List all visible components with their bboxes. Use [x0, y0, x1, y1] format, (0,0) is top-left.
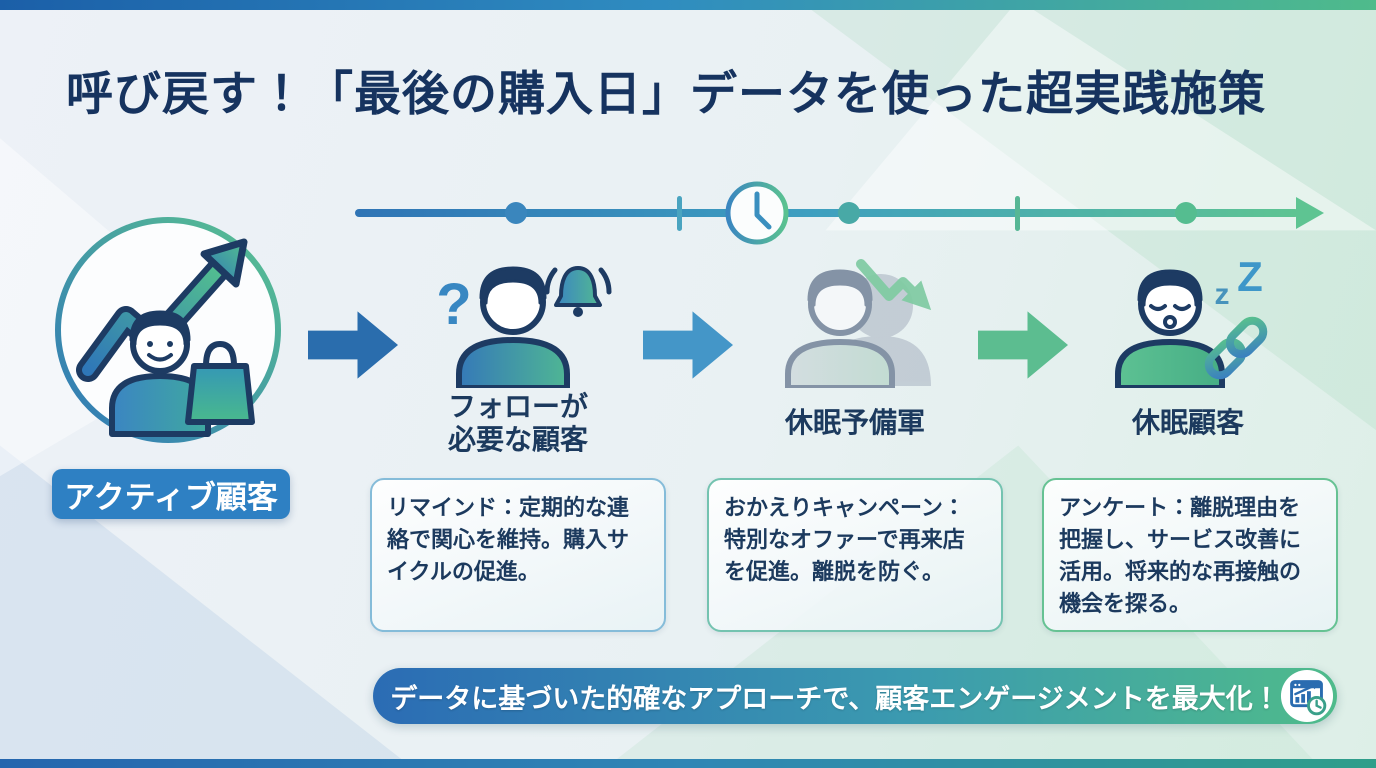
- top-accent-bar: [0, 0, 1376, 10]
- flow-arrow-icon: [308, 311, 398, 379]
- growth-chart-customer-shopping-bag-icon: [55, 217, 281, 443]
- sleep-z-glyph: Z: [1237, 258, 1263, 300]
- stage-label-line: 必要な顧客: [447, 424, 588, 456]
- stage-label-pre-dormant: 休眠予備軍: [784, 407, 925, 438]
- flow-arrow-icon: [978, 311, 1068, 379]
- stage-label-followup: フォローが 必要な顧客: [398, 390, 638, 456]
- summary-banner: データに基づいた的確なアプローチで、顧客エンゲージメントを最大化！: [373, 668, 1337, 724]
- active-customer-badge: アクティブ顧客: [52, 469, 290, 519]
- timeline-arrowhead-icon: [1296, 197, 1324, 229]
- chain-link-icon: [1204, 316, 1268, 380]
- analytics-dashboard-clock-icon: [1280, 669, 1334, 723]
- timeline-dot: [505, 202, 527, 224]
- sleeping-customer-chain-link-icon: z Z: [1115, 258, 1268, 388]
- flow-arrow-icon: [643, 311, 733, 379]
- page-title: 呼び戻す！「最後の購入日」データを使った超実践施策: [66, 67, 1266, 120]
- description-box-followup: リマインド：定期的な連絡で関心を維持。購入サイクルの促進。: [370, 478, 666, 632]
- bottom-accent-bar: [0, 759, 1376, 768]
- timeline-dot: [838, 202, 860, 224]
- stage-label-dormant: 休眠顧客: [1131, 407, 1244, 438]
- stage-label-line: フォローが: [447, 391, 588, 422]
- summary-banner-text: データに基づいた的確なアプローチで、顧客エンゲージメントを最大化！: [390, 683, 1280, 714]
- clock-icon: [725, 181, 789, 245]
- timeline-tick: [677, 196, 682, 231]
- description-box-dormant: アンケート：離脱理由を把握し、サービス改善に活用。将来的な再接触の機会を探る。: [1042, 478, 1338, 632]
- timeline-tick: [1015, 196, 1020, 231]
- timeline-dot: [1175, 202, 1197, 224]
- timeline-line: [355, 209, 1299, 217]
- fading-customer-decline-arrow-icon: [785, 259, 932, 388]
- customer-question-bell-icon: ?: [436, 266, 612, 388]
- question-mark-glyph: ?: [436, 272, 471, 337]
- description-box-pre-dormant: おかえりキャンペーン：特別なオファーで再来店を促進。離脱を防ぐ。: [707, 478, 1003, 632]
- sleep-z-glyph: z: [1215, 278, 1230, 311]
